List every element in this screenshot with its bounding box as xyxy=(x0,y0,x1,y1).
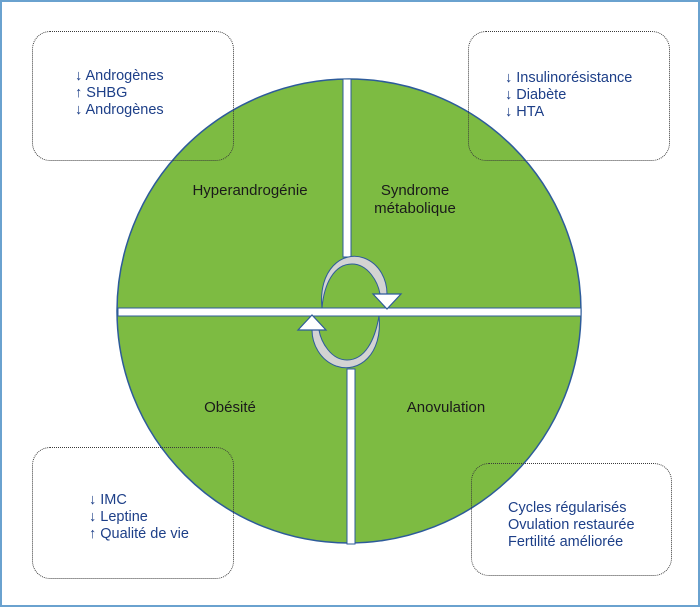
effect-item: ↓ Androgènes xyxy=(75,68,164,84)
effect-item: ↑ SHBG xyxy=(75,85,128,101)
effect-item: ↓ Diabète xyxy=(505,87,567,103)
effect-item: Cycles régularisés xyxy=(508,500,627,516)
effect-item: ↓ IMC xyxy=(89,492,127,508)
effects-box-top-right: ↓ Insulinorésistance ↓ Diabète ↓ HTA xyxy=(468,31,670,161)
effect-item: ↓ Leptine xyxy=(89,509,148,525)
quadrant-label-obesite: Obésité xyxy=(204,399,256,416)
divider-top xyxy=(342,78,352,258)
cycle-arrows-icon xyxy=(296,255,403,369)
effect-item: ↓ Insulinorésistance xyxy=(505,70,633,86)
effect-item: ↑ Qualité de vie xyxy=(89,526,189,542)
effects-box-bottom-right: Cycles régularisés Ovulation restaurée F… xyxy=(471,463,672,576)
quadrant-label-line: Syndrome xyxy=(380,182,450,199)
effects-box-top-left: ↓ Androgènes ↑ SHBG ↓ Androgènes xyxy=(32,31,234,161)
quadrant-label-anovulation: Anovulation xyxy=(406,399,486,416)
quadrant-label-line: métabolique xyxy=(374,200,456,217)
quadrant-label-hyperandrogenie: Hyperandrogénie xyxy=(192,182,308,199)
effect-item: ↓ HTA xyxy=(505,104,545,120)
effect-item: Fertilité améliorée xyxy=(508,534,624,550)
divider-horizontal xyxy=(117,307,582,317)
effects-box-bottom-left: ↓ IMC ↓ Leptine ↑ Qualité de vie xyxy=(32,447,234,579)
effect-item: Ovulation restaurée xyxy=(508,517,635,533)
effect-item: ↓ Androgènes xyxy=(75,102,164,118)
quadrant-label-syndrome-metabolique: Syndrome métabolique xyxy=(340,182,490,218)
divider-bottom xyxy=(346,368,356,545)
